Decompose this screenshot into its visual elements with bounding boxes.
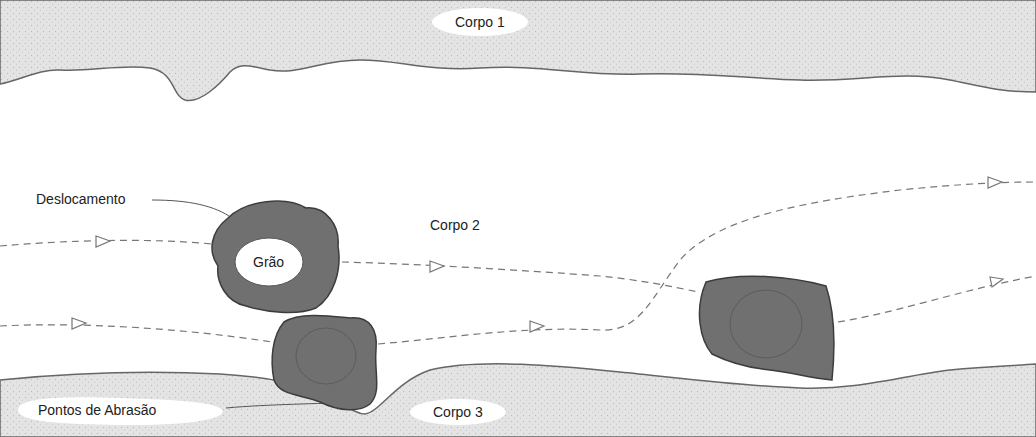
body-1: Corpo 1	[0, 0, 1036, 96]
abrasion-points-label: Pontos de Abrasão	[38, 402, 156, 419]
flow-arrowheads	[72, 177, 1003, 332]
body-1-band	[0, 0, 1036, 101]
node-label: Corpo 2	[430, 217, 480, 234]
node-label: Corpo 1	[455, 14, 505, 31]
flow-lines	[0, 182, 1036, 344]
node-label: Corpo 3	[433, 404, 483, 421]
body-2: Corpo 2 Grão	[0, 100, 1036, 362]
label-patch	[18, 397, 223, 425]
label-patch	[432, 8, 528, 36]
node-label: Grão	[253, 254, 284, 271]
grain	[272, 316, 377, 410]
grain-node: Grão	[206, 196, 346, 316]
leader-line	[152, 200, 232, 218]
grain-core	[730, 290, 802, 358]
label-patch	[410, 399, 506, 425]
body-3-band	[0, 364, 1036, 437]
grain	[699, 276, 834, 380]
grain-core	[296, 328, 356, 384]
displacement-label: Deslocamento	[36, 191, 126, 208]
body-3: Corpo 3	[0, 364, 1036, 437]
